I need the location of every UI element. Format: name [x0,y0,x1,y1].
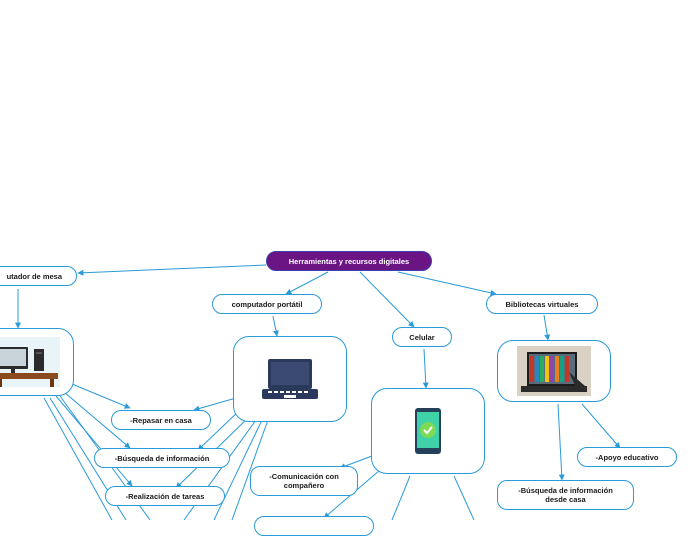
communication-node[interactable]: -Comunicación con compañero [250,466,358,496]
phone-branch-node[interactable]: Celular [392,327,452,347]
connector-libraries-support [581,403,621,449]
connector-desktop-search [63,391,131,449]
smartphone-check-icon [415,408,441,454]
connector-root-laptop [285,271,329,295]
desktop-image-node[interactable] [0,328,74,396]
laptop-branch-label: computador portátil [231,299,303,309]
laptop-branch-node[interactable]: computador portátil [212,294,322,314]
home-search-node[interactable]: -Búsqueda de información desde casa [497,480,634,510]
connector-phone-image [422,348,429,389]
laptop-image-node[interactable] [233,336,347,422]
connector-root-libraries [397,271,497,296]
review-node[interactable]: -Repasar en casa [111,410,211,430]
root-label: Herramientas y recursos digitales [288,256,410,266]
connector-laptop-image [272,315,279,337]
support-label: -Apoyo educativo [595,452,659,462]
desktop-branch-node[interactable]: utador de mesa [0,266,77,286]
homework-label: -Realización de tareas [125,491,205,501]
libraries-image-node[interactable] [497,340,611,402]
communication-label: -Comunicación con compañero [269,472,339,490]
homework-node[interactable]: -Realización de tareas [105,486,225,506]
connector-libraries-image [543,314,551,341]
review-label: -Repasar en casa [130,415,192,425]
connector-laptop-search [197,407,243,451]
connector-laptop-review [193,397,237,412]
desktop-branch-label: utador de mesa [6,271,62,281]
desktop-computer-icon [0,337,60,387]
connector-laptop-down2 [213,419,263,520]
search-node[interactable]: -Búsqueda de información [94,448,230,468]
search-label: -Búsqueda de información [114,453,210,463]
libraries-branch-label: Bibliotecas virtuales [505,299,579,309]
connector-desktop-down2 [43,397,113,520]
libraries-branch-node[interactable]: Bibliotecas virtuales [486,294,598,314]
connector-phone-down2 [391,475,411,520]
support-node[interactable]: -Apoyo educativo [577,447,677,467]
connector-phone-down3 [453,475,475,520]
connector-libraries-homesearch [557,403,565,481]
connector-root-desktop [77,264,267,276]
connector-root-phone [359,271,415,328]
phone-branch-label: Celular [409,332,435,342]
virtual-library-photo [517,346,591,396]
connector-laptop-down3 [231,419,269,520]
connector-desktop-homework [55,395,133,487]
phone-image-node[interactable] [371,388,485,474]
home-search-label: -Búsqueda de información desde casa [518,486,613,504]
root-node[interactable]: Herramientas y recursos digitales [266,251,432,271]
laptop-icon [262,359,318,399]
connector-desktop-review [71,383,131,409]
partial-node-bottom[interactable] [254,516,374,536]
